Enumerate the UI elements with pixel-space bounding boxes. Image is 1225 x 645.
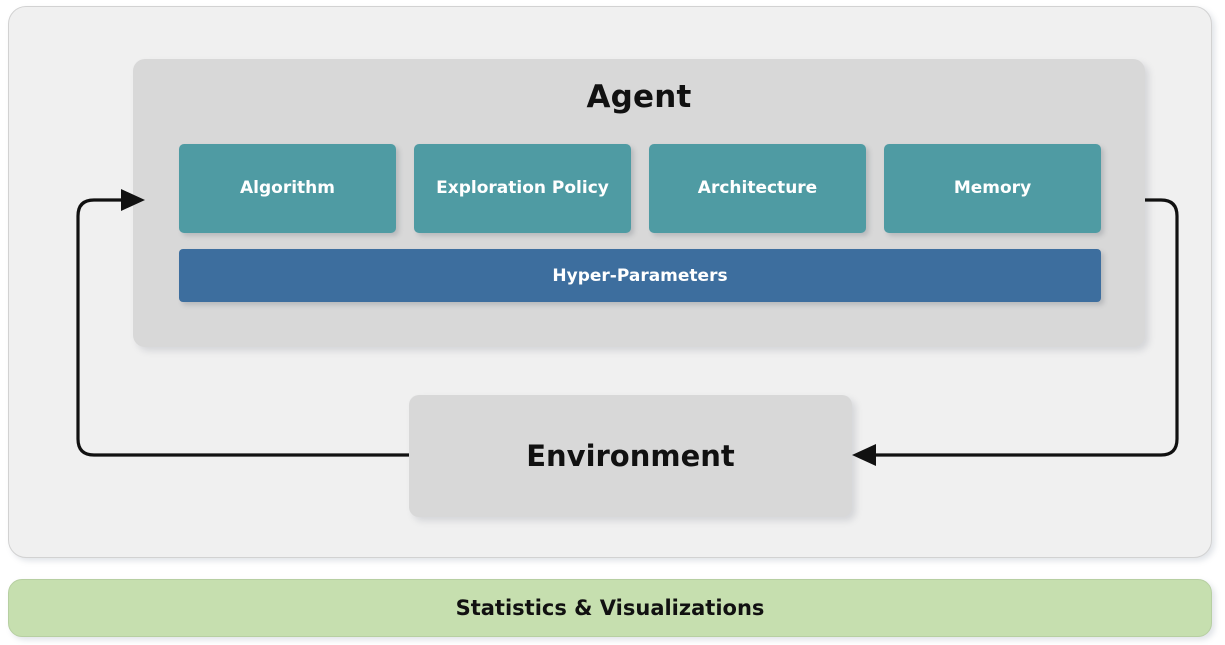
component-box-exploration-policy[interactable]: Exploration Policy (414, 144, 631, 233)
agent-title: Agent (586, 79, 692, 115)
hyper-parameters-bar[interactable]: Hyper-Parameters (179, 249, 1101, 302)
component-box-algorithm[interactable]: Algorithm (179, 144, 396, 233)
framework-card: Agent Algorithm Exploration Policy Archi… (8, 6, 1212, 558)
agent-panel[interactable]: Agent Algorithm Exploration Policy Archi… (133, 59, 1145, 347)
agent-component-row: Algorithm Exploration Policy Architectur… (179, 144, 1101, 233)
statistics-visualizations-banner[interactable]: Statistics & Visualizations (8, 579, 1212, 637)
component-box-memory[interactable]: Memory (884, 144, 1101, 233)
component-box-architecture[interactable]: Architecture (649, 144, 866, 233)
environment-box[interactable]: Environment (409, 395, 852, 517)
arrowhead-into-environment-icon (852, 444, 876, 466)
